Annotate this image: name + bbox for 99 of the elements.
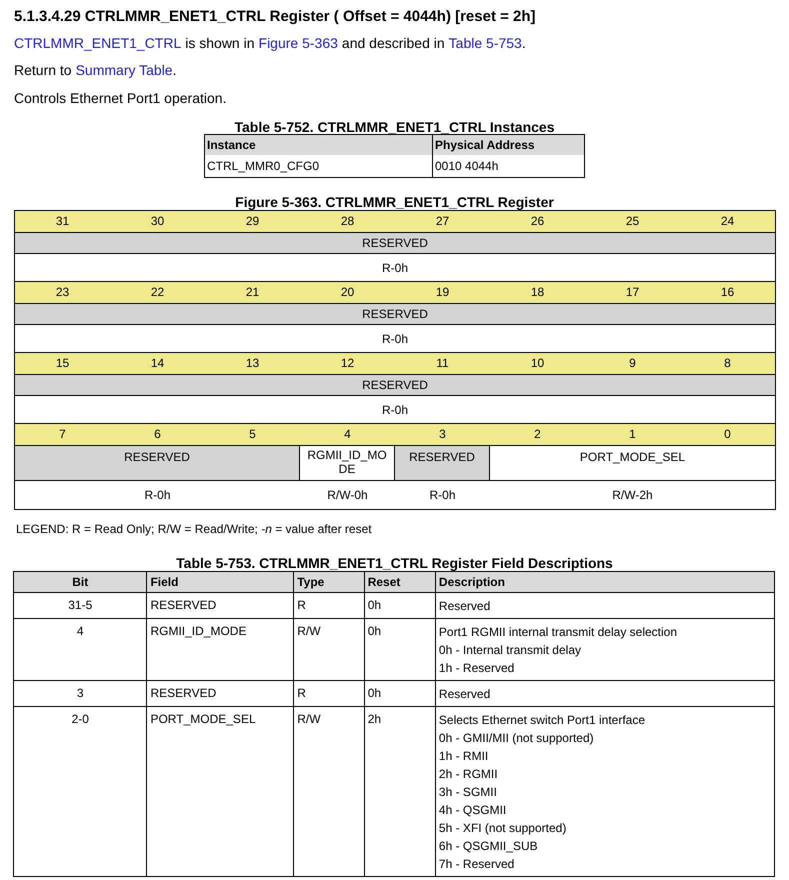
- bit-range: 2-0: [72, 712, 89, 726]
- description-text: 6h - QSGMII_SUB: [438, 839, 538, 853]
- description-text: 0h - GMII/MII (not supported): [438, 731, 594, 745]
- bit-number: 30: [110, 211, 205, 232]
- bit-number: 19: [395, 282, 490, 303]
- bit-number: 24: [680, 211, 775, 232]
- bit-number: 25: [585, 211, 680, 232]
- column-header: Reset: [364, 572, 436, 592]
- description-text: 1h - Reserved: [438, 661, 514, 675]
- link: Summary Table: [76, 61, 173, 80]
- register-field: RESERVED: [395, 446, 490, 481]
- access-value: R-0h: [382, 402, 408, 418]
- reset-value: 2h: [368, 712, 382, 726]
- text: .: [522, 34, 526, 53]
- bit-number: 5: [205, 424, 300, 445]
- field-name: RESERVED: [150, 598, 216, 612]
- bit-number: 17: [585, 282, 680, 303]
- bit-number: 27: [395, 211, 490, 232]
- bit-number: 12: [300, 353, 395, 374]
- bit-number: 21: [205, 282, 300, 303]
- column-header: Bit: [14, 572, 147, 592]
- register-field: RESERVED: [15, 374, 775, 395]
- bit-number: 6: [110, 424, 205, 445]
- access-type: R/W: [297, 624, 321, 638]
- section-heading: 5.1.3.4.29 CTRLMMR_ENET1_CTRL Register ( Offset = 4044h) [reset = 2h]: [14, 8, 536, 25]
- field-name: RGMII_ID_MODE: [150, 624, 246, 638]
- bit-number: 10: [490, 353, 585, 374]
- access-value: R-0h: [144, 488, 170, 502]
- column-header: Type: [294, 572, 364, 592]
- register-field: RESERVED: [15, 303, 775, 324]
- register-field: RESERVED: [15, 446, 300, 481]
- bit-number: 15: [15, 353, 110, 374]
- bit-number: 7: [15, 424, 110, 445]
- bit-range: 4: [76, 624, 84, 638]
- bit-number: 18: [490, 282, 585, 303]
- link: Table 5-753: [448, 34, 522, 53]
- description-text: 0h - Internal transmit delay: [438, 643, 581, 657]
- field-name: RESERVED: [150, 686, 216, 700]
- access-type: R: [297, 598, 306, 612]
- description-text: Port1 RGMII internal transmit delay selection: [438, 625, 678, 639]
- instance-name: CTRL_MMR0_CFG0: [207, 159, 320, 173]
- access-type: R: [297, 686, 306, 700]
- bit-number: 31: [15, 211, 110, 232]
- bit-number: 8: [680, 353, 775, 374]
- description-text: 1h - RMII: [438, 749, 488, 763]
- bit-number: 3: [395, 424, 490, 445]
- reset-value: 0h: [368, 624, 382, 638]
- description-text: 2h - RGMII: [438, 767, 498, 781]
- bit-number: 9: [585, 353, 680, 374]
- column-header: Physical Address: [433, 135, 584, 155]
- bit-number: 29: [205, 211, 300, 232]
- access-type: R/W: [297, 712, 321, 726]
- bit-number: 23: [15, 282, 110, 303]
- bit-number: 28: [300, 211, 395, 232]
- bit-number: 13: [205, 353, 300, 374]
- reset-value: 0h: [368, 598, 382, 612]
- figure-title: Figure 5-363. CTRLMMR_ENET1_CTRL Register: [235, 194, 554, 210]
- column-header: Instance: [205, 135, 433, 155]
- description-text: 3h - SGMII: [438, 785, 497, 799]
- description-text: 5h - XFI (not supported): [438, 821, 566, 835]
- bit-number: 26: [490, 211, 585, 232]
- table-title: Table 5-752. CTRLMMR_ENET1_CTRL Instances: [234, 119, 554, 135]
- bit-number: 16: [680, 282, 775, 303]
- description-text: 4h - QSGMII: [438, 803, 506, 817]
- table-title: Table 5-753. CTRLMMR_ENET1_CTRL Register Field Descriptions: [176, 555, 613, 571]
- register-field: RGMII_ID_MODE: [300, 446, 395, 481]
- bit-number: 1: [585, 424, 680, 445]
- access-value: R-0h: [429, 488, 456, 502]
- description-text: Reserved: [438, 599, 490, 613]
- text: .: [172, 61, 176, 80]
- bit-number: 22: [110, 282, 205, 303]
- bit-range: 31-5: [68, 598, 92, 612]
- bit-number: 14: [110, 353, 205, 374]
- bit-number: 20: [300, 282, 395, 303]
- bit-number: 4: [300, 424, 395, 445]
- column-header: Field: [146, 572, 294, 592]
- bit-number: 11: [395, 353, 490, 374]
- description-text: Selects Ethernet switch Port1 interface: [438, 713, 646, 727]
- register-field: RESERVED: [15, 232, 775, 253]
- access-value: R/W-2h: [612, 488, 653, 502]
- access-value: R-0h: [382, 260, 408, 276]
- description-text: Controls Ethernet Port1 operation.: [14, 90, 226, 106]
- physical-address: 0010 4044h: [435, 159, 498, 173]
- link: Figure 5-363: [258, 34, 338, 53]
- description-text: 7h - Reserved: [438, 857, 514, 871]
- link: CTRLMMR_ENET1_CTRL: [14, 34, 182, 53]
- bit-number: 2: [490, 424, 585, 445]
- text: is shown in: [185, 34, 255, 53]
- reset-value: 0h: [368, 686, 382, 700]
- column-header: Description: [435, 572, 774, 592]
- text: Return to: [14, 61, 72, 80]
- access-value: R-0h: [382, 330, 408, 348]
- text: and described in: [342, 34, 445, 53]
- description-text: Reserved: [438, 687, 490, 701]
- bit-number: 0: [680, 424, 775, 445]
- legend-note: LEGEND: R = Read Only; R/W = Read/Write; -n = value after reset: [16, 522, 372, 536]
- field-name: PORT_MODE_SEL: [150, 712, 256, 726]
- bit-range: 3: [76, 686, 84, 700]
- access-value: R/W-0h: [327, 488, 368, 502]
